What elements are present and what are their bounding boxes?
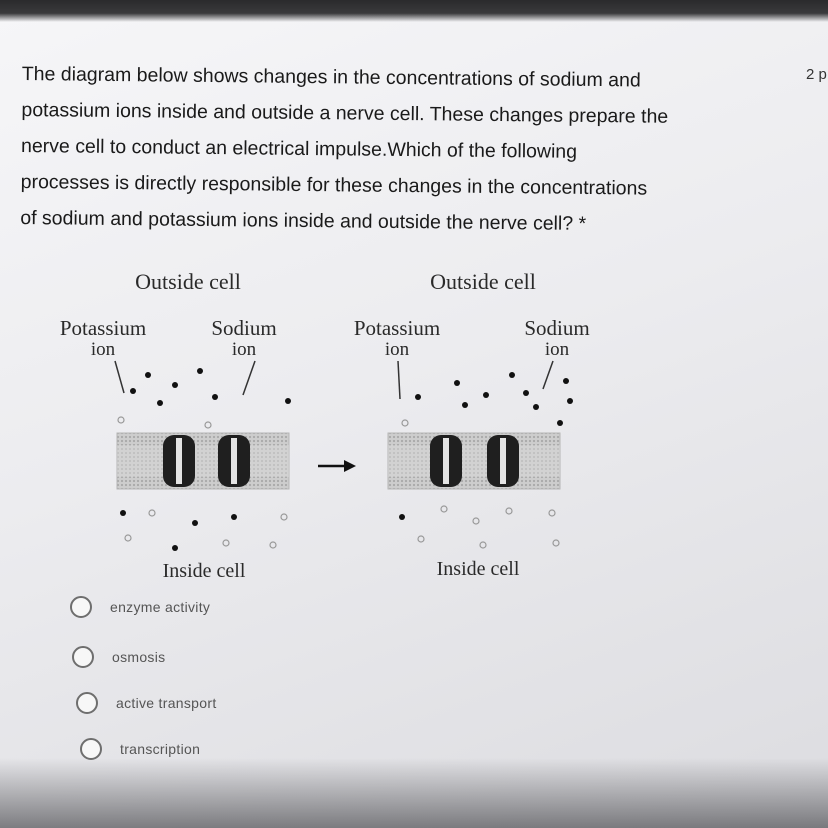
left-channel: [163, 435, 195, 487]
radio-button[interactable]: [80, 738, 102, 760]
left-sodium-pointer: [242, 360, 256, 396]
left-sodium-ion-label: ion: [232, 339, 257, 360]
left-potassium-ion-label: ion: [91, 339, 116, 360]
right-membrane: [387, 432, 561, 490]
screen-top-edge: [0, 0, 828, 22]
option-active-transport[interactable]: active transport: [76, 692, 217, 714]
left-outside-ions: [117, 368, 291, 429]
radio-button[interactable]: [76, 692, 98, 714]
right-inside-label: Inside cell: [437, 558, 520, 580]
right-channel: [487, 435, 519, 487]
left-sodium-label: Sodium: [211, 316, 276, 340]
right-panel: Outside cell Potassium ion Sodium ion: [354, 269, 590, 580]
screen-bottom-shade: [0, 758, 828, 828]
right-channel: [430, 435, 462, 487]
left-channel: [218, 435, 250, 487]
option-label: active transport: [116, 695, 217, 711]
left-potassium-pointer: [114, 360, 125, 394]
left-outside-label: Outside cell: [135, 269, 241, 294]
left-inside-label: Inside cell: [163, 560, 246, 582]
right-potassium-ion-label: ion: [385, 339, 410, 360]
transition-arrow-icon: [318, 460, 356, 472]
left-potassium-label: Potassium: [60, 316, 146, 340]
option-label: transcription: [120, 741, 201, 757]
points-label: 2 p: [806, 66, 827, 83]
ion-diagram: Outside cell Potassium ion Sodium ion: [60, 269, 590, 582]
question-line: of sodium and potassium ions inside and …: [20, 206, 587, 235]
right-sodium-label: Sodium: [524, 316, 589, 340]
right-inside-ions: [399, 505, 560, 549]
option-enzyme-activity[interactable]: enzyme activity: [70, 596, 210, 618]
option-label: osmosis: [112, 649, 166, 665]
right-outside-ions: [401, 372, 573, 427]
right-potassium-pointer: [397, 360, 401, 400]
right-sodium-pointer: [542, 360, 554, 390]
right-sodium-ion-label: ion: [545, 339, 570, 360]
radio-button[interactable]: [70, 596, 92, 618]
left-inside-ions: [120, 509, 288, 551]
option-label: enzyme activity: [110, 599, 211, 615]
option-transcription[interactable]: transcription: [80, 738, 200, 760]
left-panel: Outside cell Potassium ion Sodium ion: [60, 269, 291, 582]
question-text: The diagram below shows changes in the c…: [20, 56, 792, 244]
option-osmosis[interactable]: osmosis: [72, 646, 165, 668]
radio-button[interactable]: [72, 646, 94, 668]
left-membrane: [116, 432, 290, 490]
right-potassium-label: Potassium: [354, 316, 440, 340]
right-outside-label: Outside cell: [430, 269, 536, 294]
